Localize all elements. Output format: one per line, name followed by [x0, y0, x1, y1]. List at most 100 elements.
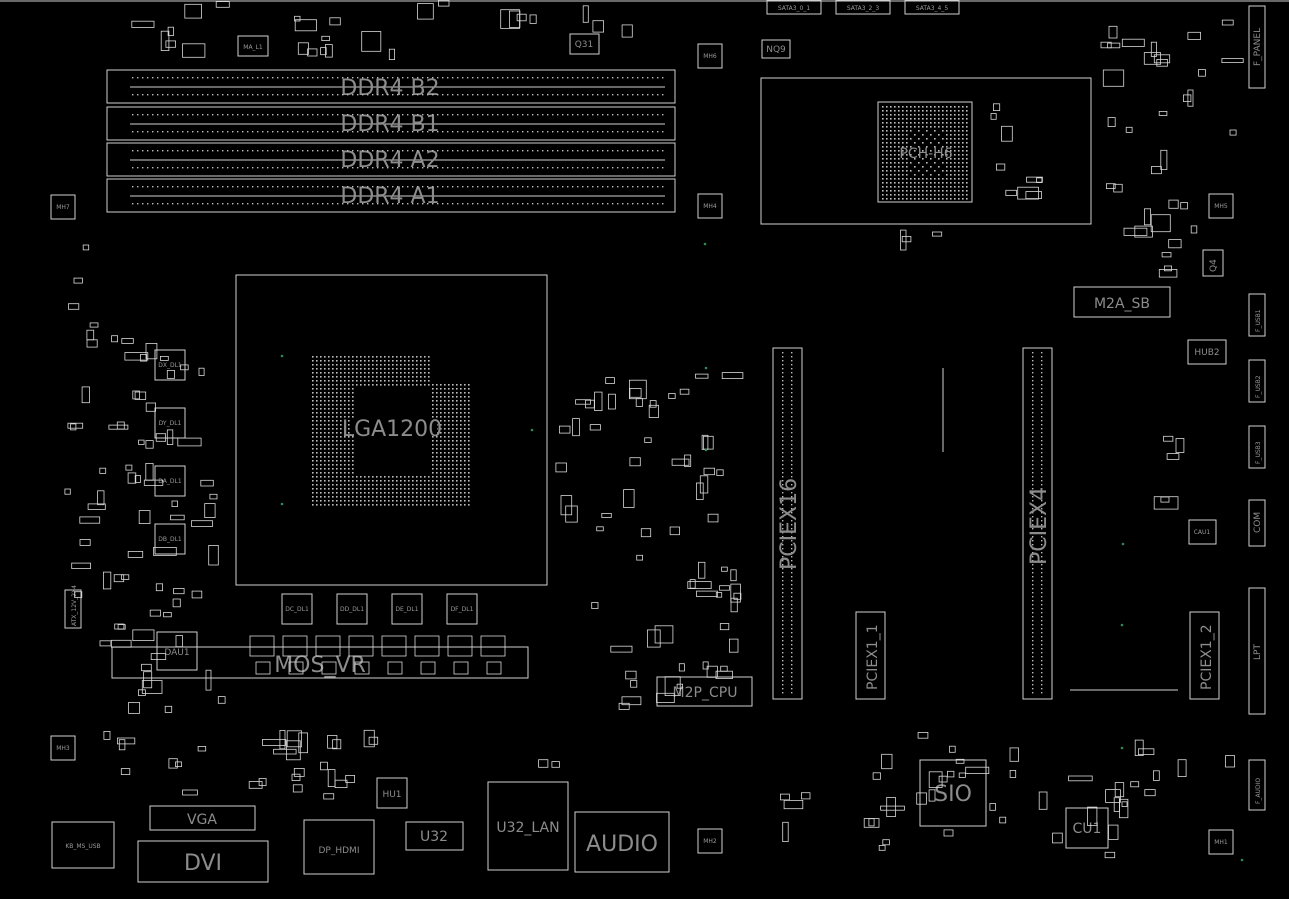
- da-dl1-part[interactable]: [154, 465, 186, 497]
- de-dl1-part[interactable]: [391, 593, 423, 625]
- pcie-x1-1-label: PCIEX1_1: [865, 624, 881, 690]
- pcie-x16-label: PCIEX16: [777, 478, 802, 570]
- dimm-slot-a2[interactable]: [106, 142, 676, 177]
- dx-dl1-label: DX_DL1: [158, 362, 182, 369]
- usb-lan-port[interactable]: [487, 781, 569, 871]
- dy-dl1-part[interactable]: [154, 407, 186, 439]
- vga-port[interactable]: [149, 805, 256, 831]
- nq9-label: NQ9: [766, 45, 786, 55]
- m2p-cpu-slot[interactable]: [656, 676, 753, 707]
- dimm-slot-a1[interactable]: [106, 178, 676, 213]
- dp-hdmi-port[interactable]: [303, 819, 375, 875]
- usb32-label: U32: [420, 829, 448, 845]
- pcie-slots: PCIEX16 PCIEX4 PCIEX1_1 PCIEX1_2: [772, 347, 1220, 700]
- pcie-x16-slot[interactable]: [772, 347, 803, 700]
- dc-dl1-part[interactable]: [281, 593, 313, 625]
- pch-pin-grid: [882, 106, 968, 200]
- m2p-cpu-label: M2P_CPU: [673, 685, 738, 701]
- vga-label: VGA: [187, 812, 217, 828]
- ma-l1-part[interactable]: [237, 35, 269, 57]
- dimm-label-b2: DDR4 B2: [340, 76, 439, 101]
- right-headers: F_PANEL F_USB1 F_USB2 F_USB3 COM LPT F_A…: [64, 5, 1266, 811]
- dimm-label-b1: DDR4 B1: [340, 112, 439, 137]
- mount-hole-mh1: [1208, 829, 1234, 855]
- cpu-socket-outline[interactable]: [235, 274, 548, 586]
- dc-dl1-label: DC_DL1: [285, 606, 309, 613]
- pch-area: PCH-H6: [760, 77, 1092, 225]
- q4-part[interactable]: [1202, 249, 1224, 277]
- cu1-label: CU1: [1073, 821, 1102, 837]
- f-usb2-label: F_USB2: [1255, 375, 1262, 398]
- cau1-chip[interactable]: [1188, 519, 1217, 545]
- hu1-chip[interactable]: [376, 777, 408, 809]
- f-panel-header[interactable]: [1248, 5, 1266, 89]
- pcie-x1-2-label: PCIEX1_2: [1199, 624, 1215, 690]
- nq9-part[interactable]: [761, 39, 791, 59]
- f-audio-header[interactable]: [1248, 759, 1266, 811]
- mount-hole-mh6: [697, 43, 723, 69]
- atx-12v-label: ATX_12V_2X4: [71, 585, 78, 626]
- dd-dl1-part[interactable]: [336, 593, 368, 625]
- sata-port-45[interactable]: [904, 0, 960, 15]
- com-header[interactable]: [1248, 499, 1266, 547]
- dau1-chip[interactable]: [156, 631, 198, 671]
- usb32-port[interactable]: [405, 821, 464, 851]
- mount-hole-mh4: [697, 193, 723, 219]
- dimm-slot-b2[interactable]: [106, 69, 676, 104]
- de-dl1-label: DE_DL1: [395, 606, 418, 613]
- cu1-chip[interactable]: [1065, 807, 1109, 849]
- pcie-x4-slot[interactable]: [1022, 347, 1053, 700]
- sata-23-label: SATA3_2_3: [847, 5, 879, 12]
- f-usb3-header[interactable]: [1248, 425, 1266, 469]
- audio-label: AUDIO: [586, 832, 658, 857]
- hub2-chip[interactable]: [1187, 339, 1227, 365]
- dp-hdmi-label: DP_HDMI: [319, 846, 360, 856]
- m2a-sb-slot[interactable]: [1073, 286, 1171, 318]
- f-usb2-header[interactable]: [1248, 359, 1266, 403]
- df-dl1-label: DF_DL1: [451, 606, 474, 613]
- com-label: COM: [1253, 512, 1263, 533]
- q31-part[interactable]: [569, 33, 600, 55]
- mount-holes: MH6 MH4 MH7 MH5 MH3 MH2 MH1: [50, 43, 1234, 855]
- df-dl1-part[interactable]: [446, 593, 478, 625]
- lpt-label: LPT: [1253, 644, 1263, 660]
- mount-hole-mh2: [697, 828, 723, 854]
- rear-io: AUDIO U32_LAN U32 DP_HDMI VGA DVI KB_MS_…: [51, 781, 670, 883]
- mh3-label: MH3: [56, 745, 70, 752]
- db-dl1-label: DB_DL1: [158, 536, 182, 543]
- kb-ms-usb-port[interactable]: [51, 821, 115, 869]
- pcie-x1-1-slot[interactable]: [855, 611, 886, 700]
- dd-dl1-label: DD_DL1: [340, 606, 364, 613]
- f-usb1-header[interactable]: [1248, 293, 1266, 337]
- sata-port-01[interactable]: [766, 0, 822, 15]
- q31-label: Q31: [575, 40, 594, 50]
- hub-chips: HU1 HUB2 CAU1: [376, 339, 1227, 809]
- sio-area: SIO CU1: [919, 759, 1109, 849]
- cpu-socket-label: LGA1200: [342, 417, 442, 442]
- lpt-header[interactable]: [1248, 587, 1266, 715]
- dimm-slot-b1[interactable]: [106, 106, 676, 141]
- dvi-port[interactable]: [137, 840, 269, 883]
- dy-dl1-label: DY_DL1: [159, 420, 182, 427]
- vrm-label: MOS_VR: [274, 653, 366, 678]
- dimm-label-a1: DDR4 A1: [340, 184, 439, 209]
- m2a-sb-label: M2A_SB: [1094, 296, 1150, 312]
- cau1-label: CAU1: [1194, 529, 1211, 536]
- sata-45-label: SATA3_4_5: [916, 5, 948, 12]
- pcie-x1-2-slot[interactable]: [1189, 611, 1220, 700]
- atx-12v-header[interactable]: [64, 589, 82, 629]
- vrm-outline: [111, 646, 529, 679]
- mount-hole-mh5: [1208, 193, 1234, 219]
- f-usb1-label: F_USB1: [1255, 309, 1262, 332]
- f-usb3-label: F_USB3: [1255, 441, 1262, 464]
- db-dl1-part[interactable]: [154, 523, 186, 555]
- hub2-label: HUB2: [1194, 348, 1219, 358]
- vrm-area: MOS_VR DAU1: [111, 631, 529, 679]
- sata-port-23[interactable]: [835, 0, 891, 15]
- dimm-slots: DDR4 B2 DDR4 B1 DDR4 A2 DDR4 A1: [106, 69, 676, 213]
- m2-slots: M2A_SB M2P_CPU: [656, 286, 1171, 707]
- audio-jack[interactable]: [574, 811, 670, 873]
- sio-label: SIO: [934, 782, 972, 807]
- mh2-label: MH2: [703, 838, 717, 845]
- pch-chip[interactable]: [877, 101, 973, 203]
